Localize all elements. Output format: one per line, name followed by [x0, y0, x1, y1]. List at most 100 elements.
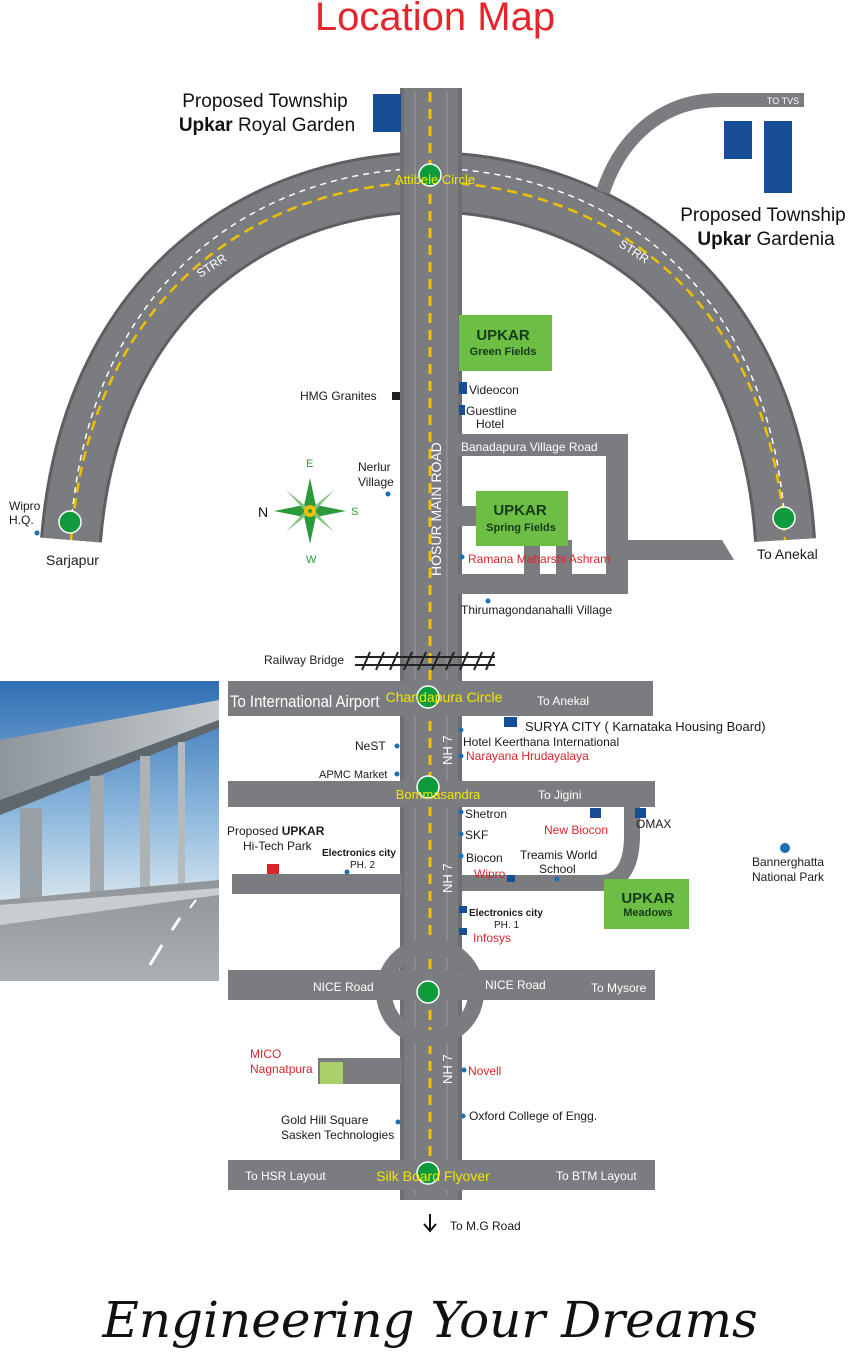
flyover-photo: [0, 681, 219, 981]
surya-city-label: SURYA CITY ( Karnataka Housing Board): [525, 719, 766, 734]
bannerghatta-dot: [780, 843, 790, 853]
royal-garden-title: Royal Garden: [238, 115, 355, 136]
ramana-label: Ramana Maharshi Ashram: [468, 552, 610, 566]
railway-bridge: [355, 651, 495, 671]
place-markers: [34, 382, 790, 1125]
to-mysore-label: To Mysore: [591, 981, 647, 995]
ecity-ph2-label-1: Electronics city: [322, 848, 396, 859]
gold-hill-label-2: Sasken Technologies: [281, 1128, 394, 1142]
keerthana-label: Hotel Keerthana International: [463, 735, 619, 749]
banadapura-label: Banadapura Village Road: [461, 440, 598, 454]
novell-dot: [461, 1067, 467, 1073]
nh7-label-2: NH 7: [440, 863, 455, 893]
thirumagondanahalli-dot: [485, 598, 491, 604]
hmg-marker: [392, 392, 400, 400]
ecity-ph2-road: [232, 874, 402, 894]
shetron-dot: [458, 809, 464, 815]
upkar-meadows[interactable]: UPKAR Meadows: [604, 879, 689, 929]
hitech-upkar: UPKAR: [282, 824, 325, 838]
narayana-dot: [458, 753, 464, 759]
surya-city-marker: [504, 717, 517, 727]
nh7-label-1: NH 7: [440, 735, 455, 765]
treamis-label-2: School: [539, 862, 576, 876]
hosur-main-road-label: HOSUR MAIN ROAD: [428, 442, 444, 576]
treamis-label-1: Treamis World: [520, 848, 597, 862]
to-tvs-label: TO TVS: [767, 96, 799, 106]
ramana-dot: [459, 554, 465, 560]
bannerghatta-label-1: Bannerghatta: [752, 855, 824, 869]
to-anekal-label-mid: To Anekal: [537, 694, 589, 708]
oxford-dot: [460, 1113, 466, 1119]
wipro-hq-dot: [34, 530, 40, 536]
hmg-label: HMG Granites: [300, 389, 377, 403]
ecity-ph2-label-2: PH. 2: [350, 860, 375, 871]
bannerghatta-label-2: National Park: [752, 870, 825, 884]
junction-markers: [58, 163, 796, 1185]
meadows-brand: UPKAR: [621, 890, 675, 907]
compass-n: N: [258, 504, 268, 520]
skf-label: SKF: [465, 828, 488, 842]
novell-label: Novell: [468, 1064, 501, 1078]
railway-bridge-label: Railway Bridge: [264, 653, 344, 667]
chandapura-circle-marker: [416, 685, 440, 709]
nerlur-label-2: Village: [358, 475, 394, 489]
hosur-main-road: [400, 88, 462, 1200]
mico-label-1: MICO: [250, 1047, 281, 1061]
to-anekal-label-top: To Anekal: [757, 546, 818, 562]
keerthana-dot: [458, 727, 464, 733]
nerlur-dot: [385, 491, 391, 497]
hitech-label-2: Hi-Tech Park: [243, 839, 313, 853]
road-labels: To International Airport Chandapura Circ…: [230, 689, 647, 1184]
treamis-dot: [554, 876, 560, 882]
narayana-label: Narayana Hrudayalaya: [466, 749, 589, 763]
silk-board-label: Silk Board Flyover: [376, 1168, 490, 1184]
royal-garden-proposed: Proposed Township: [182, 91, 347, 112]
videocon-label: Videocon: [469, 383, 519, 397]
new-biocon-marker: [590, 808, 601, 818]
omax-marker: [635, 808, 646, 818]
green-fields-name: Green Fields: [470, 346, 537, 358]
compass-e: E: [306, 458, 313, 470]
upkar-spring-fields[interactable]: UPKAR Spring Fields: [476, 491, 568, 546]
to-tvs-road: TO TVS: [596, 93, 804, 195]
upkar-green-fields[interactable]: UPKAR Green Fields: [459, 315, 552, 371]
gardenia-proposed: Proposed Township: [680, 205, 845, 226]
hitech-label-1: Proposed UPKAR: [227, 824, 325, 838]
wipro-marker: [507, 875, 515, 882]
nerlur-label-1: Nerlur: [358, 460, 391, 474]
biocon-loop-road: [462, 807, 640, 891]
nice-left-label: NICE Road: [313, 980, 374, 994]
guestline-marker: [459, 405, 465, 415]
gold-hill-dot: [395, 1119, 401, 1125]
bommasandra-cross-road: [228, 781, 655, 807]
apmc-label: APMC Market: [319, 769, 387, 781]
silk-board-cross-road: [228, 1160, 655, 1190]
chandapura-circle-label: Chandapura Circle: [386, 689, 503, 705]
wipro-label: Wipro: [474, 867, 506, 881]
sarjapur-marker: [58, 510, 82, 534]
omax-label: OMAX: [636, 817, 671, 831]
hitech-proposed: Proposed: [227, 824, 278, 838]
nice-road: [228, 938, 655, 1046]
compass-icon: N S E W: [258, 458, 358, 566]
thirumagondanahalli-label: Thirumagondanahalli Village: [461, 603, 613, 617]
nest-label: NeST: [355, 739, 386, 753]
compass-s: S: [351, 506, 358, 518]
royal-garden-block: [373, 94, 401, 132]
infosys-label: Infosys: [473, 931, 511, 945]
gardenia-title: Gardenia: [756, 229, 835, 250]
mico-label-2: Nagnatpura: [250, 1062, 313, 1076]
map-title: Location Map: [315, 0, 555, 39]
biocon-dot: [458, 853, 464, 859]
to-intl-airport-label: To International Airport: [230, 693, 380, 711]
shetron-label: Shetron: [465, 807, 507, 821]
apmc-dot: [394, 771, 400, 777]
ecity-ph1-label-1: Electronics city: [469, 908, 543, 919]
anekal-marker: [772, 506, 796, 530]
silk-board-marker: [416, 1161, 440, 1185]
nice-right-label: NICE Road: [485, 978, 546, 992]
oxford-label: Oxford College of Engg.: [469, 1109, 597, 1123]
attibele-circle-label: Attibele Circle: [395, 172, 475, 187]
to-hsr-label: To HSR Layout: [245, 1169, 326, 1183]
